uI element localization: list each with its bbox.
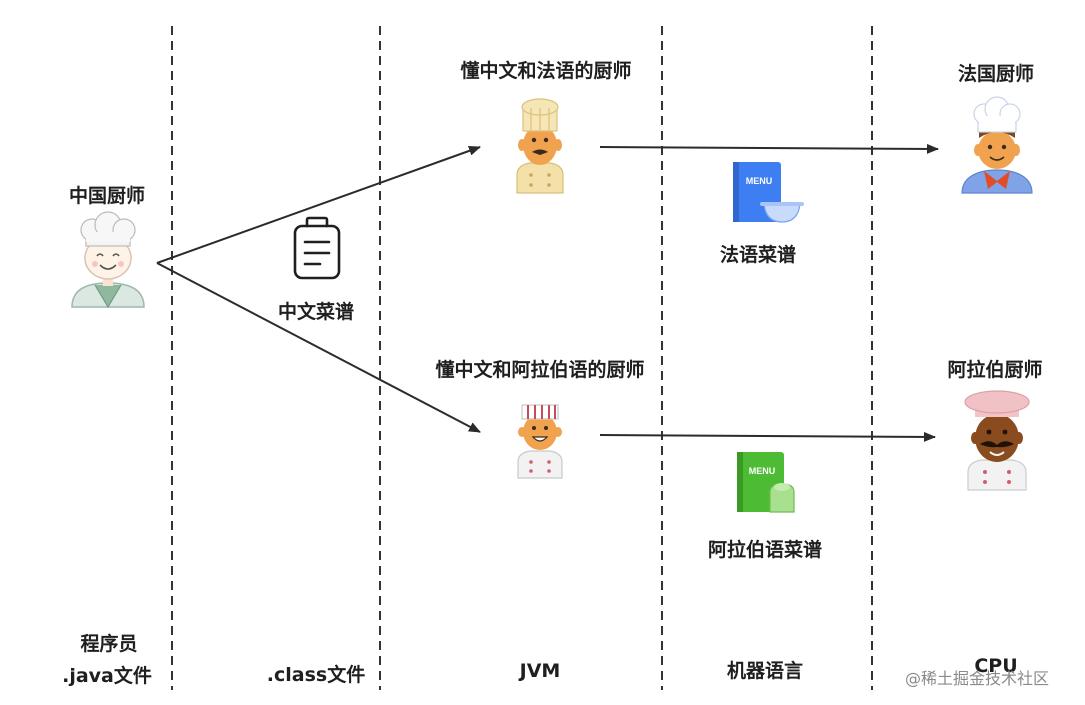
machine-language-label: 机器语言 xyxy=(726,660,804,682)
jvm-label: JVM xyxy=(519,660,561,682)
arrow-to-arabic-jvm-chef xyxy=(156,262,481,433)
cpu-label: CPU xyxy=(974,655,1018,677)
java-file-label: .java文件 xyxy=(62,665,152,687)
tall-hat-chef-icon xyxy=(516,98,564,194)
programmer-label: 程序员 xyxy=(80,633,138,655)
watermark: @稀土掘金技术社区 xyxy=(905,669,1050,688)
french-chinese-chef-label: 懂中文和法语的厨师 xyxy=(460,60,632,82)
arrows xyxy=(156,143,939,442)
arrow-to-french-jvm-chef xyxy=(156,146,481,264)
short-hat-chef-icon xyxy=(517,404,563,479)
french-chef-icon xyxy=(961,96,1033,194)
chinese-chef-label: 中国厨师 xyxy=(68,185,146,207)
arrow-to-arabic-chef xyxy=(599,431,936,442)
french-menu-text: MENU xyxy=(746,176,773,186)
arabic-chef-icon xyxy=(964,390,1030,491)
clipboard-icon xyxy=(293,216,341,280)
arabic-recipe-label: 阿拉伯语菜谱 xyxy=(707,539,823,561)
arabic-chef-label: 阿拉伯厨师 xyxy=(947,359,1043,381)
menu-book-icon: MENU xyxy=(733,162,804,223)
french-recipe-label: 法语菜谱 xyxy=(719,244,797,266)
column-separators xyxy=(171,26,873,690)
class-file-label: .class文件 xyxy=(266,664,366,686)
arabic-menu-text: MENU xyxy=(749,466,776,476)
french-chef-label: 法国厨师 xyxy=(957,63,1035,85)
smiling-chef-icon xyxy=(71,211,145,309)
chinese-recipe-label: 中文菜谱 xyxy=(277,301,355,323)
menu-book-icon: MENU xyxy=(737,452,795,513)
arabic-chinese-chef-label: 懂中文和阿拉伯语的厨师 xyxy=(435,359,645,381)
arrow-to-french-chef xyxy=(599,143,939,154)
